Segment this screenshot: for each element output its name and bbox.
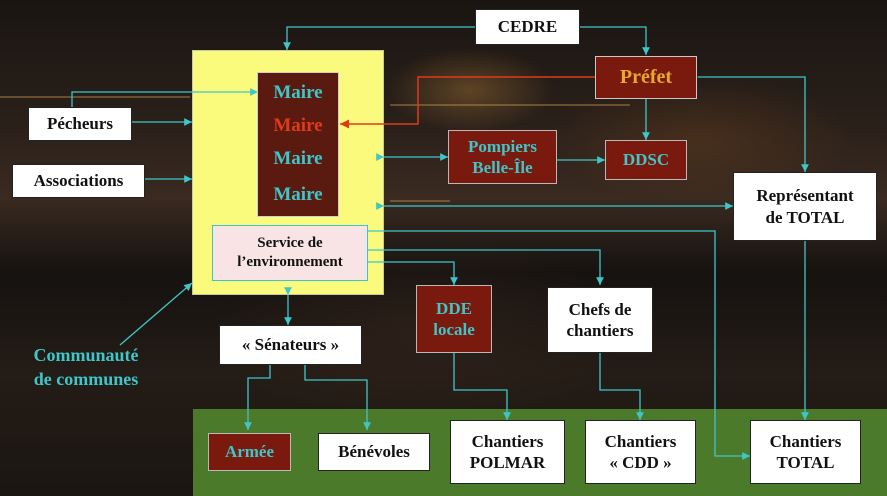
connector-pecheurs-maire [71,88,258,107]
connector-prefet-representant [690,73,809,172]
associations-box: Associations [12,164,145,198]
maire-label-1: Maire [273,82,323,103]
bg-streak [0,96,190,98]
prefet-box: Préfet [595,56,697,99]
communaute-de-communes-label: Communauté de communes [6,343,166,392]
chefs-de-chantiers-box: Chefs de chantiers [547,287,653,353]
maire-label-3: Maire [273,148,323,169]
cdd-label-line2: « CDD » [609,453,672,472]
service-label-line2: l’environnement [237,254,343,270]
dde-label-line2: locale [433,320,475,339]
service-label-line1: Service de [257,235,323,252]
chefs-label-line2: chantiers [566,321,634,340]
ddsc-label: DDSC [622,150,670,170]
benevoles-box: Bénévoles [318,433,430,471]
dde-locale-box: DDE locale [416,285,492,353]
pecheurs-label: Pécheurs [46,114,114,134]
polmar-label-line1: Chantiers [471,431,544,451]
bg-streak [390,104,630,106]
polmar-label-line2: POLMAR [469,453,546,472]
senateurs-box: « Sénateurs » [219,325,362,365]
chefs-label-line1: Chefs de [568,299,632,319]
total-label-line2: TOTAL [776,453,835,472]
ddsc-box: DDSC [605,140,687,180]
connector-chefs-cdd [596,345,644,420]
communaute-label-line1: Communauté [33,345,139,365]
connector-service-total [360,227,750,460]
pompiers-label-line1: Pompiers [468,136,537,156]
pecheurs-box: Pécheurs [28,107,132,141]
connector-senateurs-benevoles [301,357,371,430]
armee-box: Armée [208,433,291,471]
representant-label-line2: de TOTAL [765,207,845,227]
connector-cedre-prefet [572,23,650,55]
connector-service-dde [360,258,458,285]
prefet-label: Préfet [619,66,673,88]
cdd-label-line1: Chantiers [604,431,677,451]
pompiers-label-line2: Belle-Île [472,158,533,177]
pompiers-box: Pompiers Belle-Île [448,130,557,184]
representant-total-box: Représentant de TOTAL [733,172,877,241]
chantiers-total-box: Chantiers TOTAL [750,420,861,484]
armee-label: Armée [224,442,275,462]
cedre-label: CEDRE [497,17,558,37]
connector-dde-polmar [450,345,511,420]
service-environnement-box: Service de l’environnement [212,225,368,281]
chantiers-cdd-box: Chantiers « CDD » [585,420,696,484]
associations-label: Associations [33,171,124,191]
representant-label-line1: Représentant [756,186,854,206]
communaute-label-line2: de communes [33,369,139,390]
maire-panel: Maire Maire Maire Maire [257,72,339,217]
cedre-box: CEDRE [475,9,580,45]
maire-label-4: Maire [273,184,323,205]
connector-senateurs-armee [244,357,274,430]
bg-streak [390,200,450,202]
total-label-line1: Chantiers [769,431,842,451]
connector-prefet-maire [340,76,595,129]
connector-communaute-commune [119,282,193,346]
connector-service-chefs [360,246,604,285]
benevoles-label: Bénévoles [338,442,410,462]
connector-cedre-commune [283,23,483,50]
dde-label-line1: DDE [436,298,472,318]
senateurs-label: « Sénateurs » [241,335,340,355]
maire-label-2-highlighted: Maire [273,115,323,136]
chantiers-polmar-box: Chantiers POLMAR [450,420,565,484]
